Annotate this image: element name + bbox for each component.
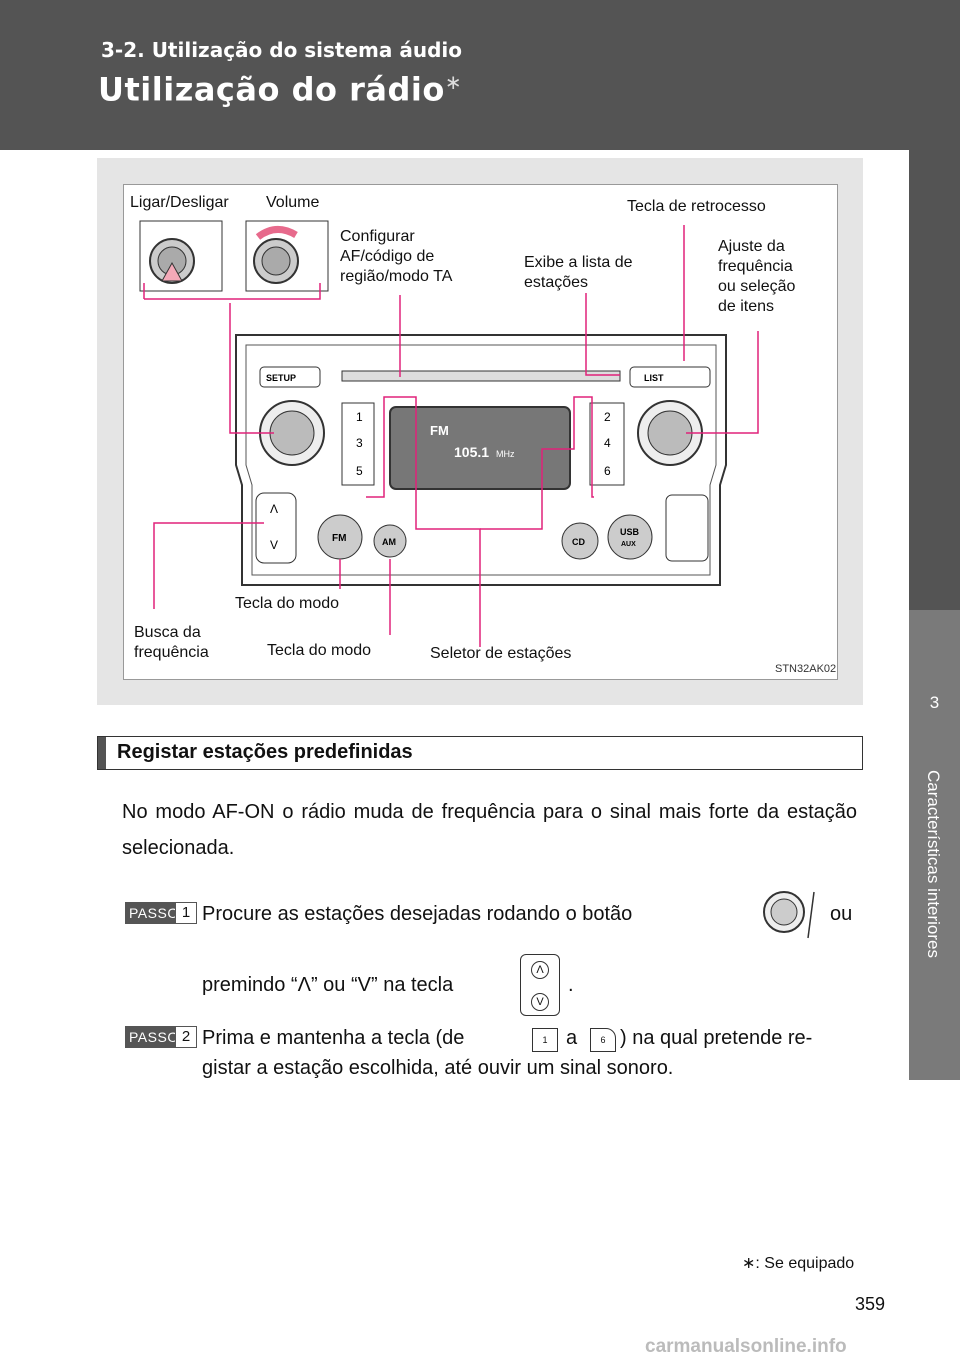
step-1-line-1: Procure as estações desejadas rodando o …	[202, 903, 633, 925]
page-header: 3-2. Utilização do sistema áudio Utiliza…	[0, 0, 960, 150]
step-badge-1: PASSO 1	[125, 902, 197, 924]
preset-6-key-icon: 6	[590, 1028, 616, 1052]
am-key-label: AM	[382, 537, 396, 547]
chapter-number: 3	[929, 693, 940, 712]
subheading-bar	[98, 737, 106, 769]
preset-key-3: 3	[356, 436, 363, 450]
fm-key-label: FM	[332, 533, 346, 544]
cd-key-label: CD	[572, 537, 585, 547]
callout-setup: Configurar AF/código de região/modo TA	[340, 228, 453, 285]
callout-presets: Seletor de estações	[430, 645, 572, 662]
volume-knob-inset	[245, 220, 329, 292]
subheading-text: Registar estações predefinidas	[117, 741, 413, 763]
step-2-line-1: Prima e mantenha a tecla (de	[202, 1027, 465, 1049]
step-1-line-2: premindo “Λ” ou “V” na tecla	[202, 974, 454, 996]
step-1-line-1-end: ou	[830, 903, 853, 925]
radio-diagram: SETUP LIST 1 3 5 2 4 6 FM 105.1 MHz Λ V …	[139, 220, 759, 647]
radio-faceplate: SETUP LIST 1 3 5 2 4 6 FM 105.1 MHz Λ V …	[235, 334, 727, 586]
preset-key-2: 2	[604, 410, 611, 424]
preset-key-1: 1	[356, 410, 363, 424]
seek-up-key: Λ	[270, 502, 278, 516]
page-title-text: Utilização do rádio	[98, 70, 445, 109]
list-key-label: LIST	[644, 373, 664, 383]
page-title: Utilização do rádio∗	[98, 70, 462, 109]
display-frequency: 105.1	[454, 444, 489, 460]
callout-back: Tecla de retrocesso	[627, 198, 766, 215]
seek-down-key: V	[270, 538, 278, 552]
tuning-knob-icon	[763, 891, 815, 939]
footnote-marker: ∗	[742, 1255, 756, 1272]
setup-key-label: SETUP	[266, 373, 296, 383]
page-number: 359	[855, 1294, 886, 1314]
watermark: carmanualsonline.info	[645, 1336, 847, 1357]
seek-down-icon: V	[531, 993, 549, 1011]
section-label: 3-2. Utilização do sistema áudio	[101, 38, 463, 62]
step-2-line-2: gistar a estação escolhida, até ouvir um…	[202, 1057, 674, 1079]
step-badge-2: PASSO 2	[125, 1026, 197, 1048]
power-knob-inset	[139, 220, 223, 292]
footnote-text: : Se equipado	[755, 1255, 855, 1272]
callout-leaders	[143, 225, 759, 647]
optional-marker: ∗	[444, 70, 463, 94]
footnote: ∗: Se equipado	[742, 1253, 854, 1273]
callout-tune: Ajuste da frequência ou seleção de itens	[718, 238, 796, 315]
chapter-title: Características interiores	[924, 770, 943, 959]
step-1-line-2-end: .	[568, 974, 574, 996]
callout-list: Exibe a lista de estações	[524, 254, 633, 291]
step-2-conjunction: a	[566, 1027, 578, 1049]
preset-key-5: 5	[356, 464, 363, 478]
callout-mode-fm: Tecla do modo	[235, 595, 340, 612]
chapter-tab[interactable]: 3 Características interiores	[909, 150, 960, 1080]
step-badge-word: PASSO	[129, 1029, 179, 1045]
intro-paragraph: No modo AF-ON o rádio muda de frequência…	[122, 801, 857, 859]
figure-code: STN32AK02	[775, 663, 837, 675]
preset-key-4: 4	[604, 436, 611, 450]
callout-mode-am: Tecla do modo	[267, 642, 372, 659]
usb-key-label: USB	[620, 527, 640, 537]
aux-key-label: AUX	[621, 541, 636, 548]
preset-1-key-icon: 1	[532, 1028, 558, 1052]
radio-figure: SETUP LIST 1 3 5 2 4 6 FM 105.1 MHz Λ V …	[123, 184, 838, 680]
step-2-line-1-end: ) na qual pretende re-	[620, 1027, 813, 1049]
step-badge-number: 2	[175, 1026, 197, 1048]
display-unit: MHz	[496, 449, 515, 459]
step-badge-number: 1	[175, 902, 197, 924]
callout-power: Ligar/Desligar	[130, 194, 229, 211]
chapter-tab-top	[909, 150, 960, 610]
seek-key-icon: Λ V	[520, 954, 560, 1016]
seek-up-icon: Λ	[531, 961, 549, 979]
subheading: Registar estações predefinidas	[97, 736, 863, 770]
step-badge-word: PASSO	[129, 905, 179, 921]
callout-volume: Volume	[266, 194, 320, 211]
display-band: FM	[430, 423, 449, 438]
preset-key-6: 6	[604, 464, 611, 478]
callout-seek: Busca da frequência	[134, 624, 209, 661]
